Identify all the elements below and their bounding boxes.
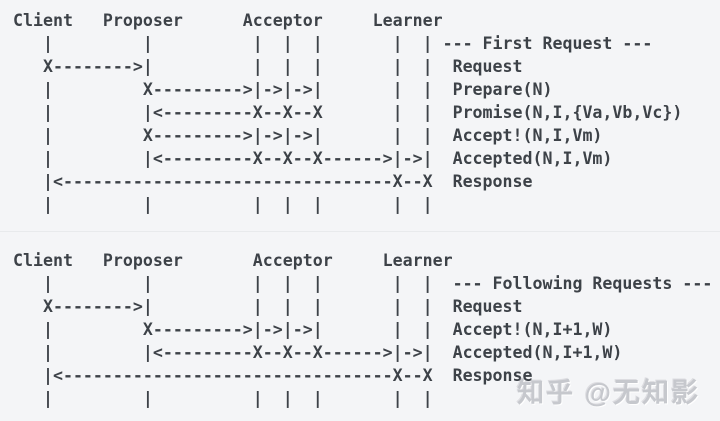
following-requests-sequence-diagram: Client Proposer Acceptor Learner | | | |… (13, 251, 713, 408)
zhihu-watermark: 知乎 @无知影 (517, 378, 700, 408)
first-request-sequence-diagram: Client Proposer Acceptor Learner | | | |… (13, 11, 683, 214)
image-seam-divider (0, 231, 720, 232)
